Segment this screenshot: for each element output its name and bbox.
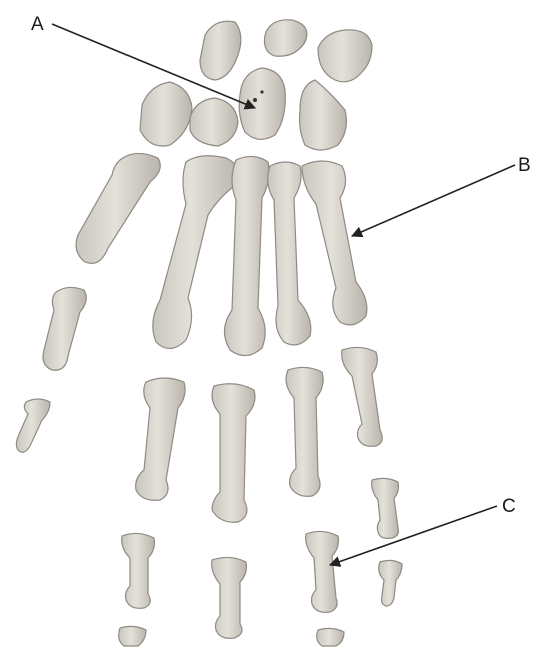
- metacarpal-ring: [268, 162, 311, 345]
- carpal-bone-6: [190, 98, 238, 146]
- proximal-phalanx-little: [342, 347, 383, 446]
- carpal-mark-2: [260, 90, 263, 93]
- proximal-phalanx-ring: [286, 367, 323, 496]
- middle-phalanges: [122, 478, 399, 638]
- leader-line-c: [330, 506, 497, 565]
- label-c: C: [502, 496, 516, 517]
- middle-phalanx-index: [122, 533, 155, 608]
- distal-phalanx-little: [379, 560, 402, 606]
- carpal-bone-7: [300, 80, 347, 150]
- metacarpal-little: [302, 161, 367, 325]
- proximal-phalanx-index: [136, 378, 185, 500]
- distal-phalanges: [119, 560, 402, 646]
- leader-line-b: [352, 165, 515, 236]
- metacarpal-bones: [153, 156, 367, 356]
- carpal-bone-5: [140, 82, 192, 146]
- thumb-metacarpal: [76, 153, 160, 263]
- proximal-phalanx-middle: [212, 384, 255, 523]
- carpal-bone-3: [318, 30, 372, 82]
- carpal-mark-1: [253, 98, 257, 102]
- middle-phalanx-ring: [306, 531, 339, 612]
- proximal-phalanges: [136, 347, 383, 522]
- carpal-bones: [140, 20, 372, 150]
- thumb-bones: [16, 153, 160, 452]
- metacarpal-index: [153, 156, 239, 349]
- distal-phalanx-ring: [317, 628, 344, 646]
- thumb-proximal-phalanx: [43, 287, 86, 370]
- carpal-bone-2: [264, 20, 306, 56]
- distal-phalanx-index: [119, 626, 146, 646]
- label-b: B: [518, 155, 531, 176]
- middle-phalanx-little: [372, 478, 399, 538]
- thumb-distal-phalanx: [16, 399, 50, 452]
- middle-phalanx-middle: [212, 557, 247, 638]
- label-a: A: [31, 14, 44, 35]
- carpal-bone-1: [200, 21, 241, 80]
